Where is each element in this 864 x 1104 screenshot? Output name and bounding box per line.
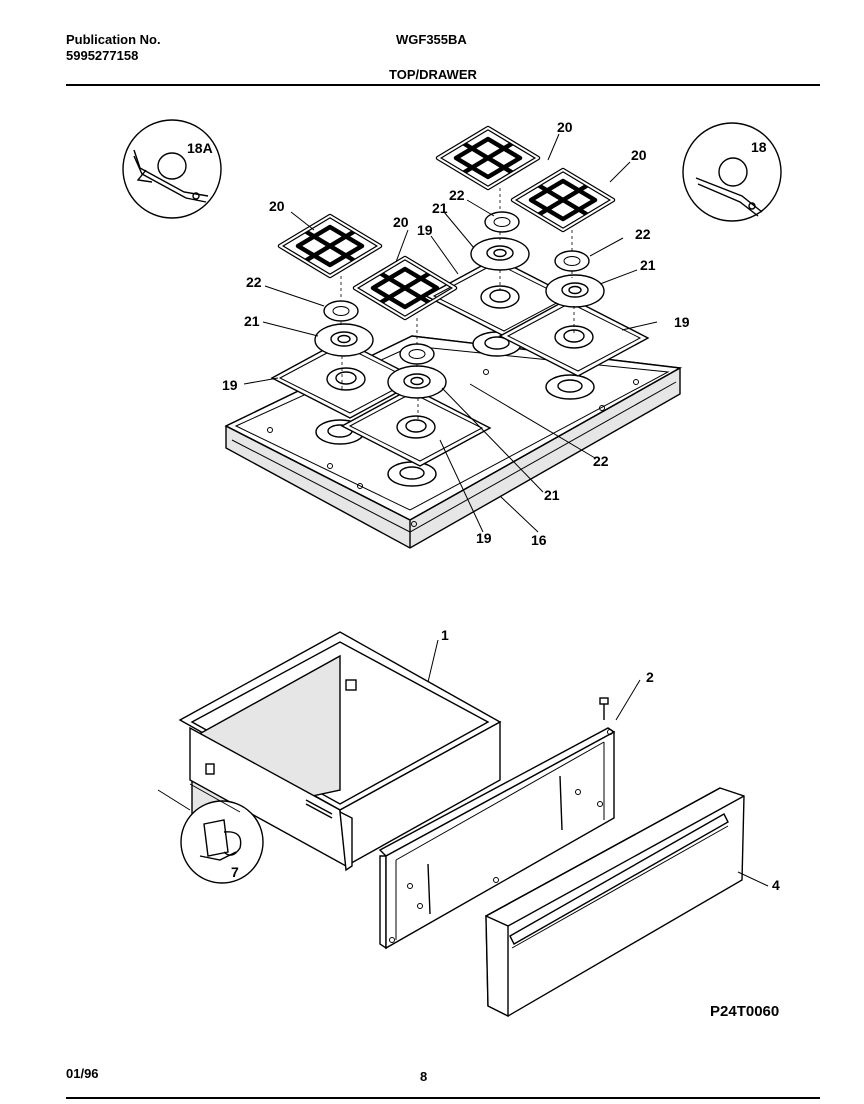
callout-21: 21 <box>640 257 656 273</box>
callout-20: 20 <box>269 198 285 214</box>
model-number: WGF355BA <box>396 32 467 47</box>
callout-19: 19 <box>674 314 690 330</box>
callout-19: 19 <box>222 377 238 393</box>
callout-19: 19 <box>417 222 433 238</box>
callout-4: 4 <box>772 877 780 893</box>
footer-rule <box>66 1097 820 1099</box>
page-number: 8 <box>420 1069 428 1084</box>
alignment-lines <box>340 188 575 420</box>
callout-22: 22 <box>246 274 262 290</box>
detail-circle-7 <box>157 783 264 884</box>
callout-1: 1 <box>441 627 449 643</box>
diagram-reference-code: P24T0060 <box>710 1003 780 1020</box>
callout-22: 22 <box>449 187 465 203</box>
callout-7: 7 <box>231 864 239 880</box>
drawer-box-part-1 <box>178 631 502 872</box>
publication-number: 5995277158 <box>66 48 139 63</box>
publication-label: Publication No. <box>66 32 161 47</box>
callout-19: 19 <box>476 530 492 546</box>
callout-20: 20 <box>557 119 573 135</box>
callout-18a: 18A <box>187 140 213 156</box>
callout-21: 21 <box>244 313 260 329</box>
detail-circle-18 <box>682 122 782 222</box>
callout-18: 18 <box>751 139 767 155</box>
drawer-front-part-4 <box>485 787 745 1018</box>
callout-21: 21 <box>432 200 448 216</box>
callout-22: 22 <box>593 453 609 469</box>
revision-date: 01/96 <box>66 1066 99 1081</box>
callout-20: 20 <box>393 214 409 230</box>
callout-20: 20 <box>631 147 647 163</box>
drawer-assembly <box>157 631 745 1018</box>
callout-2: 2 <box>646 669 654 685</box>
drawer-rail-part-2 <box>378 697 616 950</box>
header-rule <box>66 84 820 86</box>
callout-21: 21 <box>544 487 560 503</box>
section-title: TOP/DRAWER <box>389 67 477 82</box>
detail-circle-18a <box>122 119 222 219</box>
callout-leaders <box>243 133 769 887</box>
callout-16: 16 <box>531 532 547 548</box>
callout-22: 22 <box>635 226 651 242</box>
cooktop-assembly <box>224 128 683 549</box>
